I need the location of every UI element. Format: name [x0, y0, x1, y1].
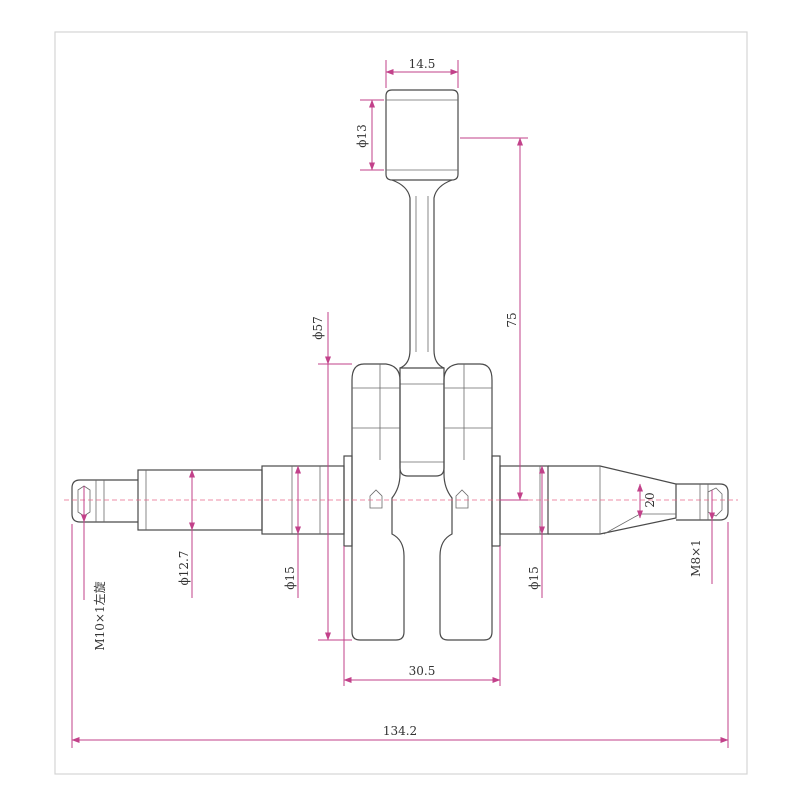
rod-length-label: 75	[505, 312, 519, 327]
pin-diameter-label: ϕ13	[355, 124, 369, 147]
left-flange	[343, 455, 353, 547]
taper-label: 20	[643, 492, 657, 507]
crankshaft-outline	[71, 89, 729, 641]
right-crank-web	[439, 363, 493, 641]
right-thread-spec-label: M8×1	[689, 539, 703, 577]
right-thread-end	[676, 483, 729, 521]
overall-length-label: 134.2	[383, 724, 417, 738]
web-spacing-label: 30.5	[409, 664, 436, 678]
left-crank-web	[351, 363, 405, 641]
left-thread-diameter-label: ϕ12.7	[177, 551, 191, 586]
pin-width-label: 14.5	[409, 57, 436, 71]
left-main-diameter-label: ϕ15	[283, 566, 297, 589]
small-end-boss	[385, 89, 459, 181]
right-taper	[548, 465, 677, 535]
left-thread-spec-label: M10×1左旋	[92, 581, 107, 650]
dimension-labels: 14.5 ϕ13 75 ϕ57 ϕ12.7 ϕ15 ϕ15 20 M10×1左旋…	[92, 57, 703, 738]
connecting-rod-beam	[391, 179, 453, 369]
right-flange	[491, 455, 501, 547]
web-diameter-label: ϕ57	[311, 316, 325, 339]
drawing-frame	[54, 31, 748, 775]
dimension-lines	[71, 60, 729, 748]
right-main-diameter-label: ϕ15	[527, 566, 541, 589]
left-thread-end	[71, 479, 138, 523]
